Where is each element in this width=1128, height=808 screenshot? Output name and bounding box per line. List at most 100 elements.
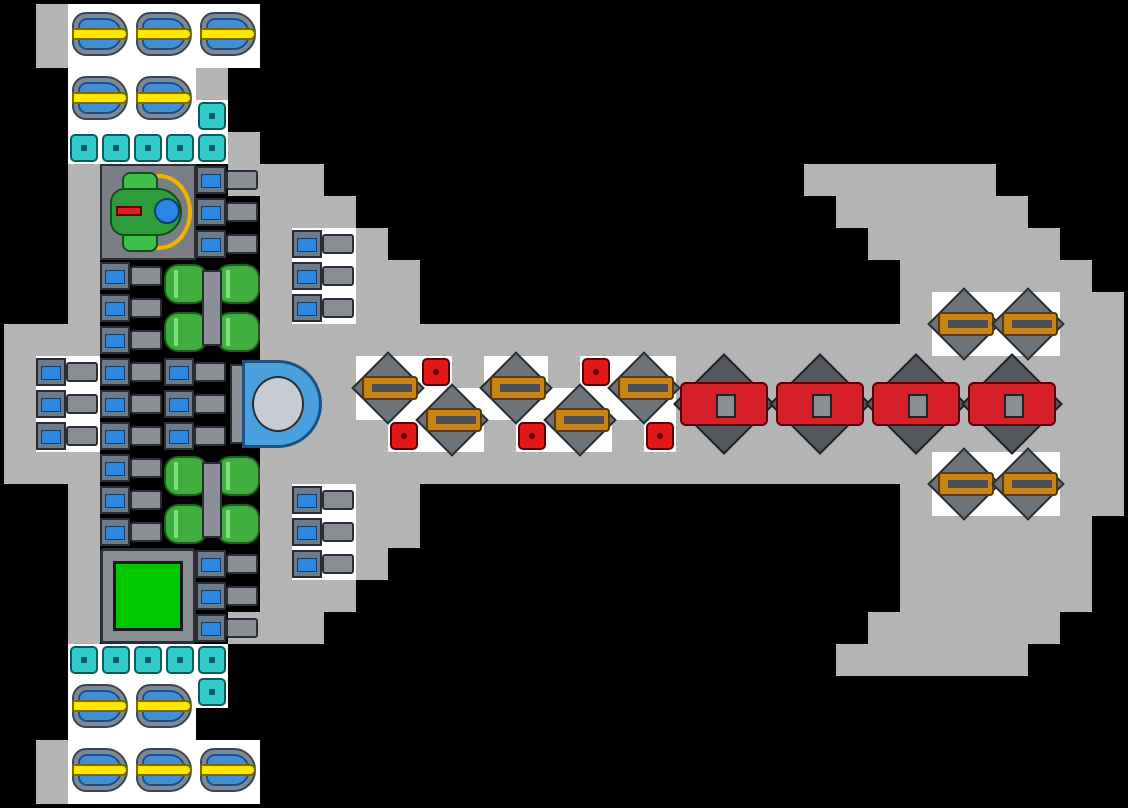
- power-cell-module[interactable]: [292, 484, 356, 516]
- power-cell-module[interactable]: [292, 548, 356, 580]
- engine-module[interactable]: [196, 6, 260, 62]
- hull-segment: [868, 612, 1060, 644]
- power-cell-module[interactable]: [100, 516, 164, 548]
- power-cell-module[interactable]: [196, 196, 260, 228]
- tank-connector: [202, 270, 222, 346]
- turret-icon: [490, 376, 546, 400]
- power-cell-icon: [196, 582, 226, 610]
- armor-block-icon[interactable]: [70, 134, 98, 162]
- turret-module[interactable]: [479, 351, 553, 425]
- thruster-icon: [136, 92, 192, 104]
- power-cell-module[interactable]: [292, 228, 356, 260]
- power-cell-module[interactable]: [292, 516, 356, 548]
- heavy-cannon-icon: [872, 382, 960, 426]
- armor-block-icon[interactable]: [198, 646, 226, 674]
- turret-module[interactable]: [927, 447, 1001, 521]
- armor-block-icon[interactable]: [102, 134, 130, 162]
- heavy-cannon-module[interactable]: [673, 353, 775, 455]
- thruster-icon: [136, 764, 192, 776]
- engine-module[interactable]: [132, 70, 196, 126]
- power-cell-icon: [36, 390, 66, 418]
- ammo-icon[interactable]: [390, 422, 418, 450]
- fuel-tank-module[interactable]: [164, 452, 260, 548]
- engine-module[interactable]: [132, 6, 196, 62]
- power-cell-module[interactable]: [100, 324, 164, 356]
- power-cell-icon: [36, 358, 66, 386]
- ammo-icon[interactable]: [518, 422, 546, 450]
- engine-module[interactable]: [68, 678, 132, 734]
- power-cell-module[interactable]: [196, 228, 260, 260]
- heavy-cannon-module[interactable]: [865, 353, 967, 455]
- engine-module[interactable]: [132, 742, 196, 798]
- turret-module[interactable]: [991, 287, 1065, 361]
- turret-module[interactable]: [351, 351, 425, 425]
- power-cell-icon: [292, 486, 322, 514]
- turret-module[interactable]: [927, 287, 1001, 361]
- reactor-module[interactable]: [228, 356, 324, 452]
- power-cell-module[interactable]: [196, 580, 260, 612]
- power-cell-module[interactable]: [100, 260, 164, 292]
- thruster-icon: [200, 28, 256, 40]
- power-cell-module[interactable]: [100, 452, 164, 484]
- armor-block-icon[interactable]: [198, 102, 226, 130]
- hull-segment: [36, 4, 68, 68]
- ammo-icon[interactable]: [646, 422, 674, 450]
- fuel-tank-module[interactable]: [164, 260, 260, 356]
- power-cell-module[interactable]: [164, 356, 228, 388]
- power-cell-module[interactable]: [196, 612, 260, 644]
- engine-module[interactable]: [68, 742, 132, 798]
- engine-module[interactable]: [68, 70, 132, 126]
- power-cell-module[interactable]: [164, 388, 228, 420]
- fuel-tank-icon: [216, 312, 260, 352]
- armor-block-icon[interactable]: [198, 678, 226, 706]
- engine-module[interactable]: [68, 6, 132, 62]
- fuel-tank-icon: [216, 264, 260, 304]
- power-cell-module[interactable]: [100, 388, 164, 420]
- power-cell-icon: [100, 326, 130, 354]
- power-conduit: [194, 394, 226, 414]
- power-cell-module[interactable]: [100, 484, 164, 516]
- ammo-icon[interactable]: [582, 358, 610, 386]
- turret-module[interactable]: [543, 383, 617, 457]
- cockpit-module[interactable]: [100, 164, 196, 260]
- armor-block-icon[interactable]: [166, 134, 194, 162]
- power-cell-module[interactable]: [292, 292, 356, 324]
- armor-block-icon[interactable]: [198, 134, 226, 162]
- fuel-tank-icon: [216, 456, 260, 496]
- turret-module[interactable]: [991, 447, 1065, 521]
- power-cell-module[interactable]: [100, 292, 164, 324]
- power-conduit: [322, 234, 354, 254]
- power-cell-icon: [196, 550, 226, 578]
- power-cell-icon: [100, 262, 130, 290]
- thruster-icon: [200, 764, 256, 776]
- engine-module[interactable]: [196, 742, 260, 798]
- ammo-icon[interactable]: [422, 358, 450, 386]
- engine-module[interactable]: [132, 678, 196, 734]
- power-cell-module[interactable]: [196, 548, 260, 580]
- turret-icon: [554, 408, 610, 432]
- armor-block-icon[interactable]: [70, 646, 98, 674]
- power-conduit: [130, 394, 162, 414]
- power-cell-icon: [100, 518, 130, 546]
- power-cell-module[interactable]: [164, 420, 228, 452]
- hatch-module[interactable]: [100, 548, 196, 644]
- power-cell-icon: [292, 294, 322, 322]
- heavy-cannon-module[interactable]: [769, 353, 871, 455]
- power-cell-module[interactable]: [36, 420, 100, 452]
- armor-block-icon[interactable]: [166, 646, 194, 674]
- power-cell-module[interactable]: [100, 356, 164, 388]
- hull-segment: [36, 740, 68, 804]
- power-cell-module[interactable]: [292, 260, 356, 292]
- turret-module[interactable]: [415, 383, 489, 457]
- power-cell-module[interactable]: [196, 164, 260, 196]
- power-cell-icon: [164, 422, 194, 450]
- armor-block-icon[interactable]: [134, 134, 162, 162]
- heavy-cannon-module[interactable]: [961, 353, 1063, 455]
- turret-module[interactable]: [607, 351, 681, 425]
- power-cell-module[interactable]: [36, 356, 100, 388]
- armor-block-icon[interactable]: [134, 646, 162, 674]
- power-cell-module[interactable]: [36, 388, 100, 420]
- power-cell-module[interactable]: [100, 420, 164, 452]
- armor-block-icon[interactable]: [102, 646, 130, 674]
